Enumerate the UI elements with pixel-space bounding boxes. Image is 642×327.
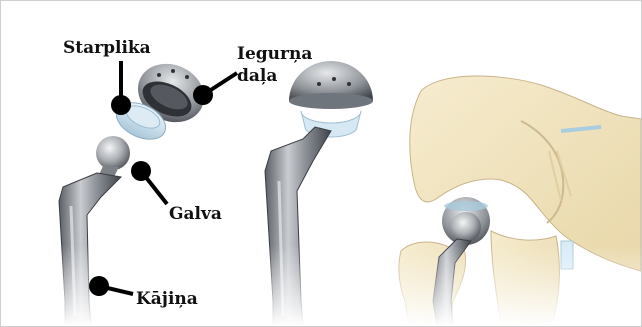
label-cup-line2: daļa <box>237 66 277 86</box>
callout-dot <box>111 95 131 115</box>
callout-dot <box>193 85 213 105</box>
label-cup-line1: Iegurņa <box>237 44 312 64</box>
callout-dot <box>89 276 109 296</box>
label-liner: Starplika <box>63 38 151 58</box>
label-head: Galva <box>169 204 222 224</box>
callout-dot <box>131 161 151 181</box>
label-stem: Kājiņa <box>136 289 198 309</box>
